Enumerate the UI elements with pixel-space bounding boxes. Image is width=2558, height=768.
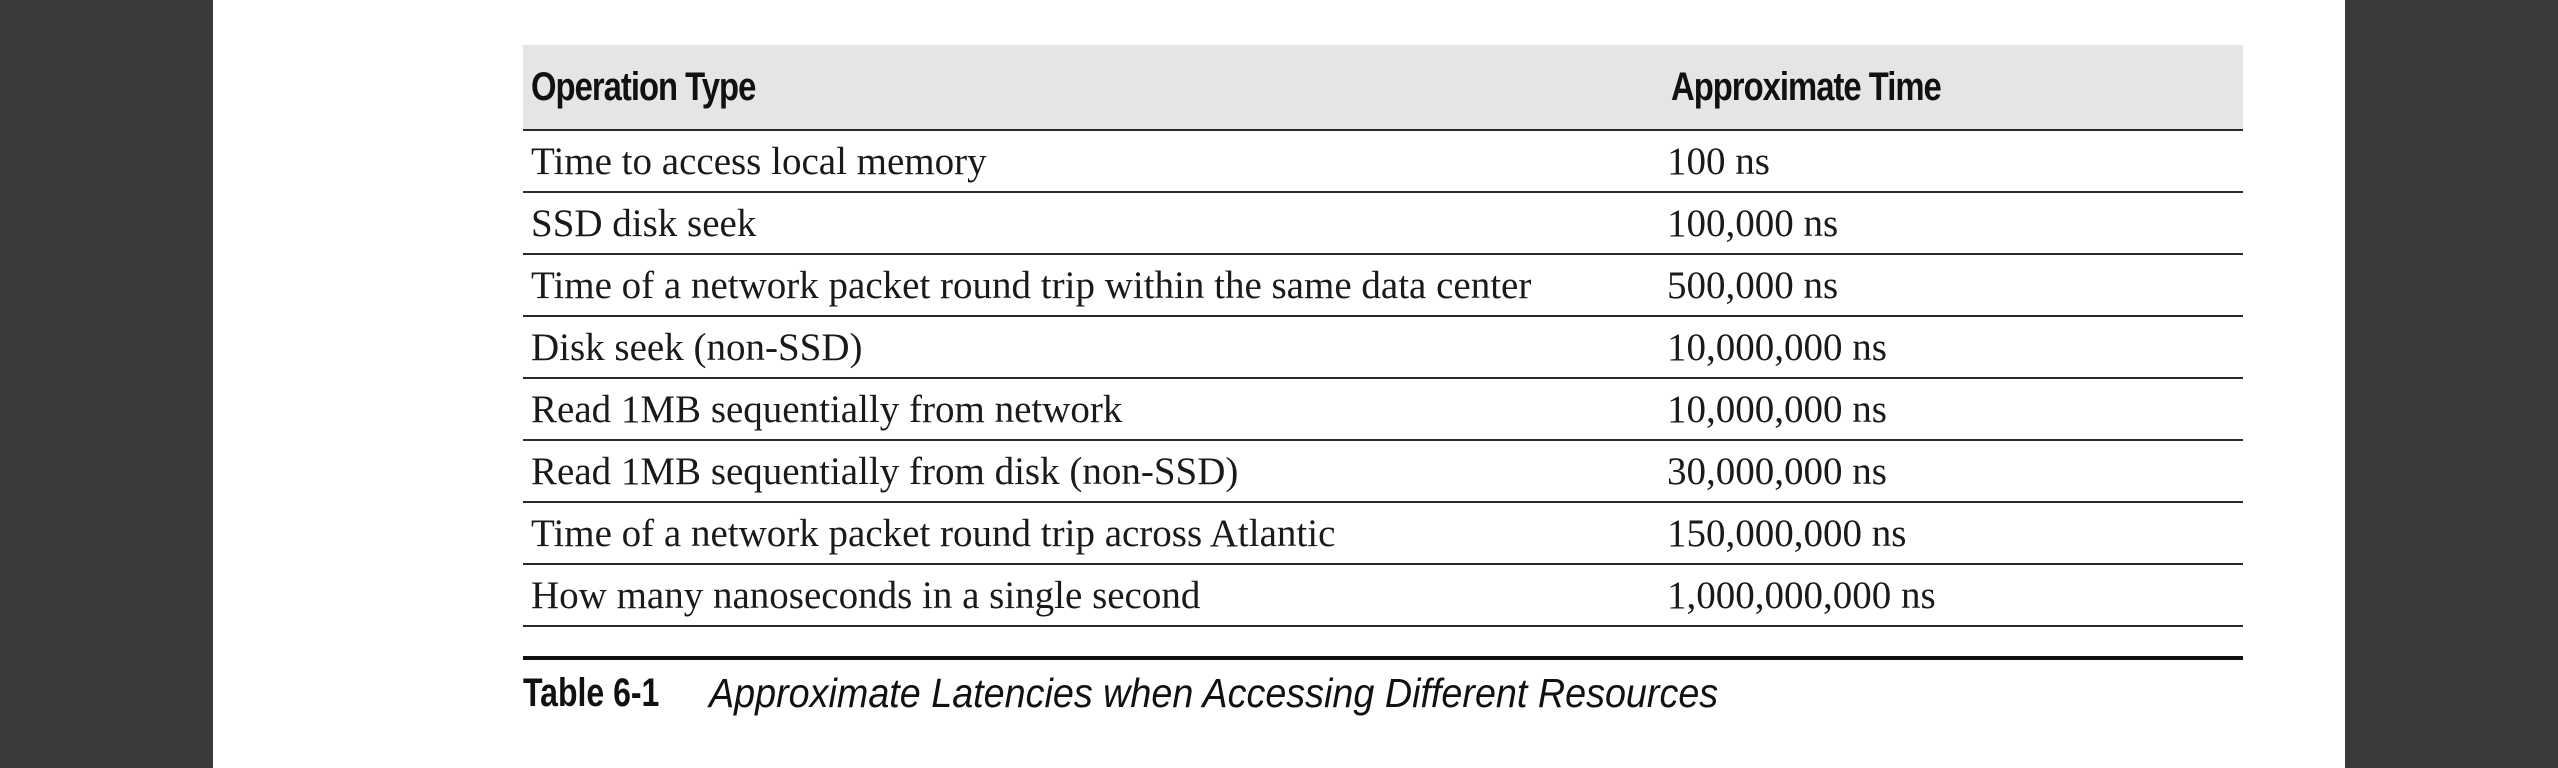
operation-cell: Time to access local memory [523,130,1663,193]
operation-cell: How many nanoseconds in a single second [523,564,1663,627]
table-row: Read 1MB sequentially from disk (non-SSD… [523,440,2243,503]
operation-cell: Disk seek (non-SSD) [523,316,1663,379]
time-cell: 10,000,000 ns [1663,378,2243,441]
table-row: Time of a network packet round trip with… [523,254,2243,317]
time-cell: 1,000,000,000 ns [1663,564,2243,627]
operation-cell: Read 1MB sequentially from network [523,378,1663,441]
table-row: How many nanoseconds in a single second … [523,564,2243,627]
column-header-approximate-time: Approximate Time [1663,45,2243,131]
time-cell: 30,000,000 ns [1663,440,2243,503]
time-cell: 500,000 ns [1663,254,2243,317]
column-header-operation-type: Operation Type [523,45,1663,131]
caption-label: Table 6-1 [523,670,660,715]
latency-table: Operation Type Approximate Time Time to … [523,45,2243,627]
operation-cell: Read 1MB sequentially from disk (non-SSD… [523,440,1663,503]
operation-cell: Time of a network packet round trip acro… [523,502,1663,565]
table-row: Time to access local memory 100 ns [523,130,2243,193]
table-row: Disk seek (non-SSD) 10,000,000 ns [523,316,2243,379]
document-page: Operation Type Approximate Time Time to … [213,0,2345,768]
caption-divider [523,656,2243,660]
column-header-operation-type-label: Operation Type [531,64,756,109]
table-header-row: Operation Type Approximate Time [523,45,2243,131]
table-row: SSD disk seek 100,000 ns [523,192,2243,255]
time-cell: 10,000,000 ns [1663,316,2243,379]
time-cell: 100,000 ns [1663,192,2243,255]
operation-cell: Time of a network packet round trip with… [523,254,1663,317]
operation-cell: SSD disk seek [523,192,1663,255]
caption-title: Approximate Latencies when Accessing Dif… [709,669,1719,716]
table-caption: Table 6-1 Approximate Latencies when Acc… [523,665,1806,721]
table-row: Time of a network packet round trip acro… [523,502,2243,565]
column-header-approximate-time-label: Approximate Time [1671,64,1942,109]
time-cell: 100 ns [1663,130,2243,193]
table-row: Read 1MB sequentially from network 10,00… [523,378,2243,441]
time-cell: 150,000,000 ns [1663,502,2243,565]
